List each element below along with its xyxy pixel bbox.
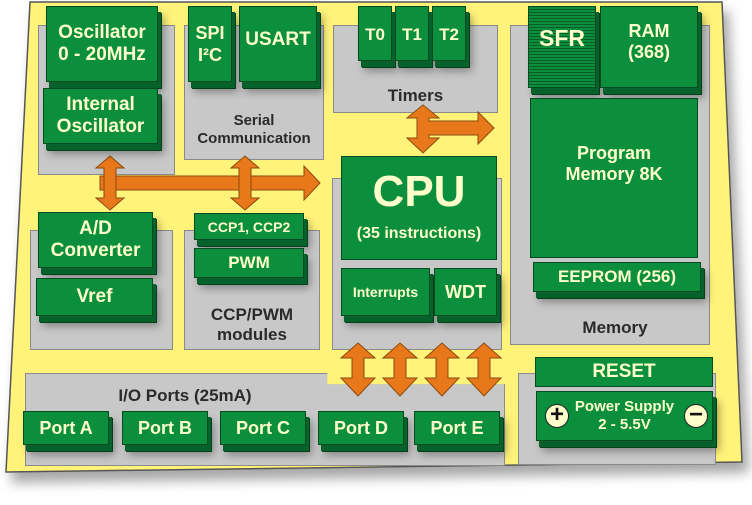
cpu-title: CPU xyxy=(372,167,466,216)
eeprom-block: EEPROM (256) xyxy=(533,262,701,292)
io-bus-arrow-1 xyxy=(339,342,377,397)
ram-title: RAM xyxy=(628,21,670,41)
spi-label: SPI xyxy=(195,23,225,43)
cpu-subtitle: (35 instructions) xyxy=(356,225,482,242)
io-bus-arrow-4 xyxy=(465,342,503,397)
vref-block: Vref xyxy=(36,278,153,316)
memory-label: Memory xyxy=(582,318,648,337)
ram-block: RAM (368) xyxy=(600,6,698,88)
program-memory-line-2: Memory 8K xyxy=(565,164,663,184)
serial-bus-arrow xyxy=(229,155,261,211)
power-supply-block: Power Supply 2 - 5.5V xyxy=(536,391,713,441)
port-e: Port E xyxy=(414,411,500,445)
timers-label: Timers xyxy=(387,86,444,105)
serial-label: Serial Communication xyxy=(197,112,311,147)
port-c: Port C xyxy=(220,411,306,445)
program-memory-block: Program Memory 8K xyxy=(530,98,698,258)
timer-t0-block: T0 xyxy=(358,6,392,61)
sfr-block: SFR xyxy=(528,6,596,88)
spi-i2c-block: SPI I²C xyxy=(188,6,232,82)
interrupts-block: Interrupts xyxy=(341,268,430,316)
oscillator-block: Oscillator 0 - 20MHz xyxy=(46,6,158,82)
timers-bus-arrow xyxy=(405,104,495,154)
port-a: Port A xyxy=(23,411,109,445)
pwm-block: PWM xyxy=(194,248,304,278)
port-b: Port B xyxy=(122,411,208,445)
oscillator-bus-arrow xyxy=(94,155,126,211)
port-d: Port D xyxy=(318,411,404,445)
ccp-label-1: CCP/PWM xyxy=(210,305,294,324)
power-supply-line-2: 2 - 5.5V xyxy=(598,416,651,433)
i2c-label: I²C xyxy=(198,45,222,65)
ccp-block: CCP1, CCP2 xyxy=(194,213,304,240)
power-supply-line-1: Power Supply xyxy=(574,398,675,415)
ram-size: (368) xyxy=(627,42,671,62)
minus-terminal-icon: − xyxy=(684,403,708,428)
cpu-block: CPU (35 instructions) xyxy=(341,156,497,260)
peripheral-bus-arrow xyxy=(99,164,321,202)
usart-block: USART xyxy=(239,6,317,82)
plus-terminal-icon: + xyxy=(545,403,569,428)
io-bus-arrow-3 xyxy=(423,342,461,397)
io-bus-arrow-2 xyxy=(381,342,419,397)
wdt-block: WDT xyxy=(434,268,497,316)
program-memory-line-1: Program xyxy=(576,143,652,163)
timer-t2-block: T2 xyxy=(432,6,466,61)
timer-t1-block: T1 xyxy=(395,6,429,61)
reset-block: RESET xyxy=(535,357,713,387)
io-label: I/O Ports (25mA) xyxy=(118,386,252,405)
internal-oscillator-block: Internal Oscillator xyxy=(43,88,158,144)
adc-block: A/D Converter xyxy=(38,212,153,268)
ccp-label-2: modules xyxy=(217,325,287,344)
